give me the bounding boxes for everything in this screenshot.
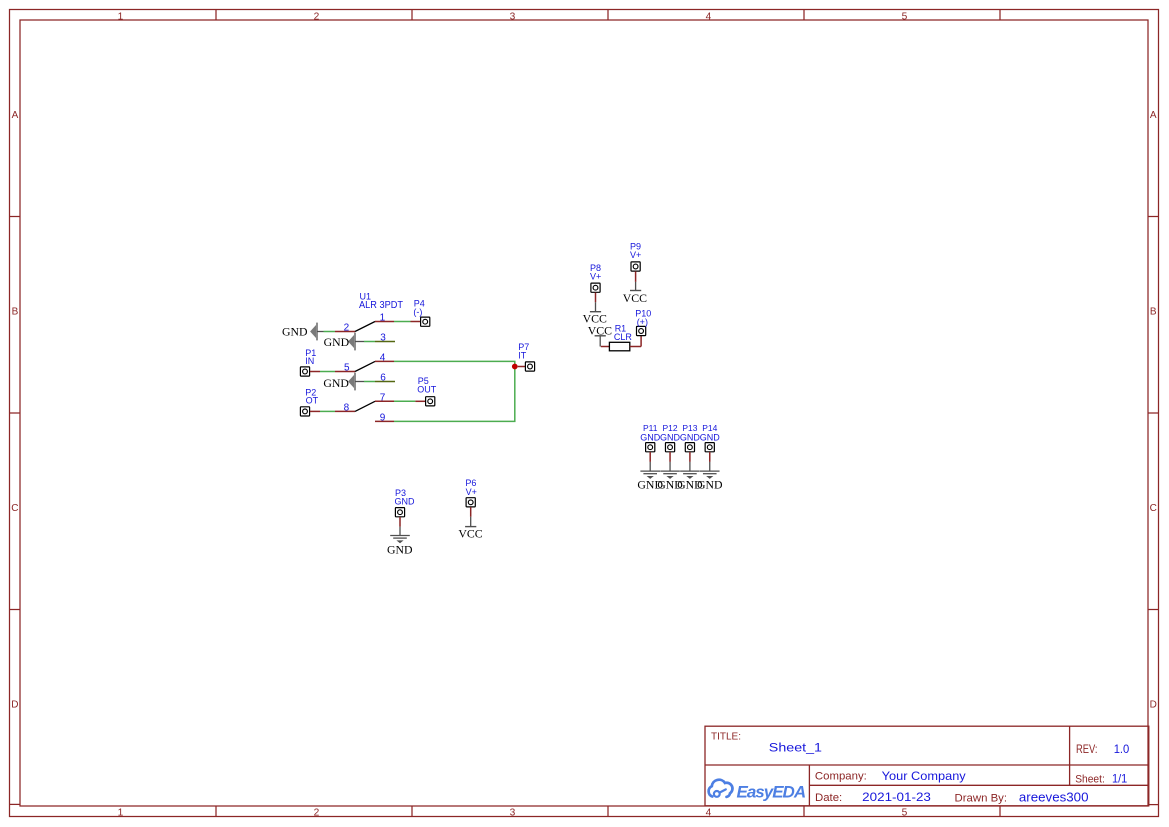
svg-text:V+: V+ [466, 487, 477, 497]
svg-text:IT: IT [518, 350, 527, 360]
svg-text:P3: P3 [395, 488, 406, 498]
svg-text:U1: U1 [360, 292, 372, 302]
svg-text:D: D [1150, 700, 1157, 711]
svg-text:OT: OT [306, 396, 319, 406]
svg-text:C: C [11, 503, 18, 514]
svg-text:1: 1 [118, 807, 124, 818]
svg-text:GND: GND [324, 335, 350, 349]
svg-text:P11: P11 [643, 423, 658, 433]
svg-text:A: A [1150, 110, 1157, 121]
svg-text:Sheet_1: Sheet_1 [769, 741, 822, 755]
svg-text:4: 4 [380, 352, 386, 363]
svg-text:P2: P2 [305, 387, 316, 397]
svg-text:D: D [11, 700, 18, 711]
svg-text:3: 3 [510, 12, 516, 23]
svg-text:Date:: Date: [815, 792, 842, 804]
svg-text:3: 3 [510, 807, 516, 818]
svg-text:P7: P7 [518, 342, 529, 352]
svg-text:P4: P4 [414, 298, 425, 308]
svg-text:VCC: VCC [623, 291, 647, 305]
svg-text:VCC: VCC [588, 323, 612, 337]
svg-text:2: 2 [344, 323, 350, 334]
svg-text:Company:: Company: [815, 770, 867, 782]
svg-text:GND: GND [640, 432, 661, 442]
svg-text:7: 7 [380, 392, 386, 403]
svg-text:GND: GND [395, 496, 416, 506]
svg-text:P13: P13 [682, 423, 697, 433]
svg-text:1.0: 1.0 [1114, 742, 1130, 756]
svg-text:IN: IN [305, 356, 314, 366]
svg-text:VCC: VCC [583, 312, 607, 326]
svg-text:2: 2 [314, 12, 320, 23]
svg-text:1: 1 [118, 12, 124, 23]
svg-text:OUT: OUT [417, 384, 437, 394]
svg-text:GND: GND [680, 432, 701, 442]
svg-text:5: 5 [344, 363, 350, 374]
svg-text:B: B [12, 307, 19, 318]
svg-text:CLR: CLR [614, 332, 633, 342]
svg-text:VCC: VCC [458, 526, 482, 540]
svg-text:(+): (+) [637, 317, 648, 327]
svg-text:2: 2 [314, 807, 320, 818]
svg-text:P10: P10 [635, 308, 651, 318]
svg-text:R1: R1 [615, 323, 627, 333]
svg-text:REV:: REV: [1076, 743, 1098, 756]
svg-text:5: 5 [902, 807, 908, 818]
svg-text:GND: GND [677, 478, 703, 492]
svg-text:P12: P12 [662, 423, 677, 433]
svg-text:ALR 3PDT: ALR 3PDT [359, 300, 403, 311]
svg-text:GND: GND [387, 543, 413, 557]
svg-text:3: 3 [380, 333, 386, 344]
svg-text:B: B [1150, 307, 1157, 318]
svg-text:Sheet:: Sheet: [1075, 773, 1105, 785]
svg-text:P1: P1 [305, 348, 316, 358]
svg-text:4: 4 [706, 807, 712, 818]
svg-text:9: 9 [380, 412, 386, 423]
svg-text:GND: GND [660, 432, 681, 442]
svg-text:areeves300: areeves300 [1019, 790, 1089, 804]
svg-text:6: 6 [380, 373, 386, 384]
svg-text:GND: GND [637, 478, 663, 492]
svg-text:P9: P9 [630, 242, 641, 252]
svg-text:Drawn By:: Drawn By: [955, 792, 1008, 804]
svg-text:EasyEDA: EasyEDA [737, 782, 806, 801]
svg-text:Your Company: Your Company [882, 769, 967, 783]
svg-text:1: 1 [380, 313, 386, 324]
svg-text:2021-01-23: 2021-01-23 [862, 790, 931, 804]
svg-text:P14: P14 [702, 423, 717, 433]
svg-text:V+: V+ [630, 250, 641, 260]
svg-text:A: A [12, 110, 19, 121]
svg-text:GND: GND [323, 376, 349, 390]
svg-text:(-): (-) [413, 307, 422, 317]
svg-text:GND: GND [657, 478, 683, 492]
svg-text:V+: V+ [590, 271, 601, 281]
svg-text:5: 5 [902, 12, 908, 23]
svg-text:GND: GND [700, 432, 721, 442]
svg-text:P6: P6 [465, 478, 476, 488]
svg-text:4: 4 [706, 12, 712, 23]
svg-text:GND: GND [282, 325, 308, 339]
svg-text:GND: GND [697, 478, 723, 492]
svg-text:C: C [1150, 503, 1157, 514]
svg-text:P8: P8 [590, 263, 601, 273]
svg-text:P5: P5 [418, 376, 429, 386]
svg-text:1/1: 1/1 [1112, 772, 1128, 786]
svg-text:TITLE:: TITLE: [711, 732, 741, 743]
svg-text:8: 8 [344, 402, 350, 413]
